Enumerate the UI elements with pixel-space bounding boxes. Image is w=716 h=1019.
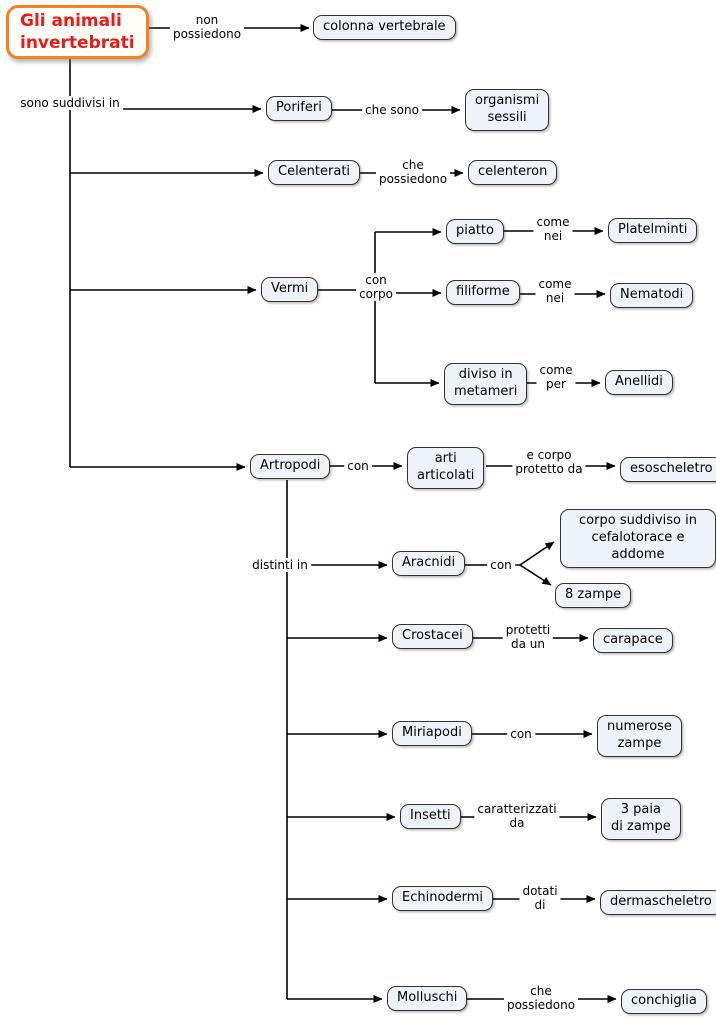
node-crostacei[interactable]: Crostacei <box>392 624 473 649</box>
edge-label-con-artropodi: con <box>344 458 372 474</box>
edge-label-e-corpo-protetto-da: e corpo protetto da <box>512 447 586 477</box>
node-colonna-vertebrale[interactable]: colonna vertebrale <box>313 15 456 40</box>
node-vermi[interactable]: Vermi <box>261 277 319 302</box>
node-celenterati[interactable]: Celenterati <box>268 160 361 185</box>
node-aracnidi[interactable]: Aracnidi <box>392 551 466 576</box>
node-numerose-zampe[interactable]: numerose zampe <box>597 715 682 757</box>
edge-aracnidi-zampe <box>519 564 552 586</box>
node-piatto[interactable]: piatto <box>446 219 504 244</box>
node-filiforme[interactable]: filiforme <box>446 280 520 305</box>
node-molluschi[interactable]: Molluschi <box>387 986 468 1011</box>
edge-label-con-miriapodi: con <box>507 726 535 742</box>
edge-label-che-possiedono-molluschi: che possiedono <box>503 983 579 1013</box>
node-insetti[interactable]: Insetti <box>400 804 461 829</box>
edge-label-che-sono: che sono <box>362 102 422 118</box>
node-poriferi[interactable]: Poriferi <box>266 96 332 121</box>
edge-label-non-possiedono: non possiedono <box>169 12 245 42</box>
node-corpo-suddiviso[interactable]: corpo suddiviso in cefalotorace e addome <box>560 509 716 568</box>
node-dermascheletro[interactable]: dermascheletro <box>600 890 716 915</box>
node-conchiglia[interactable]: conchiglia <box>621 989 707 1014</box>
root-concept-invertebrati[interactable]: Gli animali invertebrati <box>6 5 149 60</box>
node-carapace[interactable]: carapace <box>593 628 673 653</box>
edge-label-protetti-da-un: protetti da un <box>502 622 554 652</box>
node-miriapodi[interactable]: Miriapodi <box>392 721 472 746</box>
node-platelminti[interactable]: Platelminti <box>608 218 698 243</box>
node-esoscheletro[interactable]: esoscheletro <box>620 457 716 482</box>
edge-label-caratterizzati-da: caratterizzati da <box>474 801 560 831</box>
edge-label-dotati-di: dotati di <box>519 883 561 913</box>
node-tre-paia-di-zampe[interactable]: 3 paia di zampe <box>601 798 681 840</box>
edge-label-distinti-in: distinti in <box>249 557 311 573</box>
edge-label-con-corpo: con corpo <box>356 272 396 302</box>
node-echinodermi[interactable]: Echinodermi <box>392 886 494 911</box>
node-otto-zampe[interactable]: 8 zampe <box>555 583 632 608</box>
edge-label-come-per: come per <box>536 362 576 392</box>
node-artropodi[interactable]: Artropodi <box>250 454 331 479</box>
edge-label-sono-suddivisi-in: sono suddivisi in <box>17 95 123 111</box>
node-anellidi[interactable]: Anellidi <box>605 370 673 395</box>
node-celenteron[interactable]: celenteron <box>468 160 558 185</box>
edge-label-con-aracnidi: con <box>487 557 515 573</box>
edge-label-come-nei-filiforme: come nei <box>535 276 575 306</box>
node-organismi-sessili[interactable]: organismi sessili <box>465 89 550 131</box>
edge-label-che-possiedono: che possiedono <box>375 157 451 187</box>
node-diviso-in-metameri[interactable]: diviso in metameri <box>444 363 528 405</box>
node-arti-articolati[interactable]: arti articolati <box>407 447 485 489</box>
edge-label-come-nei-piatto: come nei <box>533 214 573 244</box>
node-nematodi[interactable]: Nematodi <box>610 283 694 308</box>
